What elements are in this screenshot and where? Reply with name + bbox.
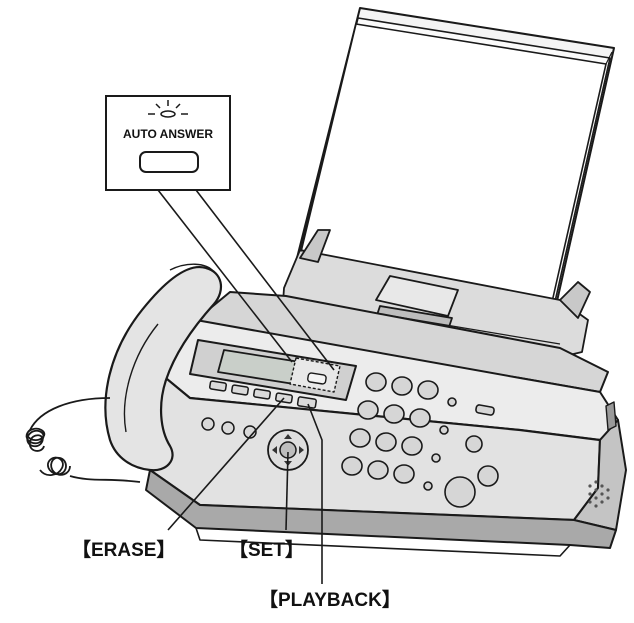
playback-button (296, 396, 317, 409)
set-leader (285, 451, 289, 531)
playback-label: 【PLAYBACK】 (259, 588, 401, 611)
auto-answer-callout: AUTO ANSWER (105, 95, 335, 371)
erase-label: 【ERASE】 (72, 538, 175, 561)
playback-leader (307, 403, 323, 584)
document-paper (295, 7, 615, 311)
dial-keypad (341, 372, 499, 508)
erase-leader (167, 397, 285, 531)
speaker-grille (588, 480, 610, 508)
callout-leader-right (195, 189, 335, 371)
label-leaders (167, 397, 323, 584)
set-label: 【SET】 (229, 538, 304, 561)
indicator-light-icon (148, 100, 188, 118)
coiled-cord (25, 397, 141, 483)
paper-tray (281, 229, 591, 361)
handset (104, 263, 223, 472)
auto-answer-button (307, 372, 327, 385)
callout-leader-left (157, 189, 293, 363)
auto-answer-label: AUTO ANSWER (123, 127, 213, 141)
auto-answer-button-zoom (139, 151, 199, 173)
